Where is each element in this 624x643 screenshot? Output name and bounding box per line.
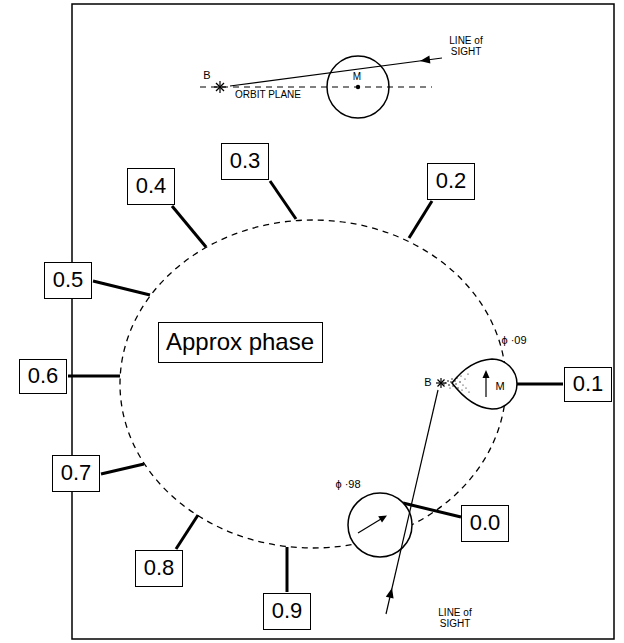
plane-label: ORBIT PLANE: [233, 89, 303, 101]
phase-box: 0.5: [44, 262, 92, 299]
phase-box: 0.2: [427, 163, 475, 200]
star-label: M: [495, 380, 504, 393]
phase-value: 0.9: [272, 599, 303, 623]
phase-box: 0.7: [52, 455, 100, 492]
phase-box: 0.0: [461, 505, 509, 542]
mass-stream: [443, 373, 469, 392]
motion-arrow: [485, 376, 486, 397]
phase-value: 0.2: [436, 169, 467, 193]
phase-label: ϕ ·09: [501, 334, 526, 347]
line-of-sight: [230, 58, 442, 86]
roche-lobe: [452, 359, 517, 409]
phase-box: 0.4: [127, 168, 175, 205]
star-m-center: [356, 85, 360, 89]
star-m-side: [327, 56, 389, 118]
orbit-ellipse: [120, 220, 506, 548]
motion-arrowhead: [483, 370, 490, 378]
phase-box: 0.8: [135, 550, 183, 587]
star-b-symbol: [214, 81, 226, 93]
motion-arrow: [358, 519, 381, 533]
star-m-eclipse: [348, 493, 412, 557]
phase-box: 0.6: [19, 359, 67, 394]
sight-arrowhead: [386, 588, 394, 599]
star-label: M: [353, 71, 361, 83]
phase-value: 0.1: [573, 372, 604, 396]
sight-arrowhead: [420, 56, 430, 64]
orbit-plane-line: [200, 86, 432, 87]
star-label: B: [424, 376, 431, 389]
phase-value: Approx phase: [166, 329, 314, 355]
phase-box: 0.9: [263, 593, 311, 630]
phase-label: ϕ ·98: [335, 478, 360, 491]
phase-value: 0.8: [144, 556, 175, 580]
phase-box: 0.1: [564, 367, 612, 402]
motion-arrowhead: [378, 516, 387, 523]
phase-value: 0.3: [230, 149, 261, 173]
heading-box: Approx phase: [158, 322, 323, 363]
star-label: B: [203, 69, 210, 82]
phase-value: 0.5: [53, 268, 84, 292]
phase-value: 0.4: [136, 174, 167, 198]
phase-value: 0.6: [28, 364, 59, 388]
phase-value: 0.7: [61, 461, 92, 485]
sight-label: LINE of SIGHT: [440, 35, 492, 58]
phase-box: 0.3: [221, 143, 269, 180]
frame: [72, 4, 614, 639]
leader-lines: [68, 181, 563, 592]
star-b-symbol: [436, 378, 446, 388]
line-of-sight: [386, 390, 438, 614]
sight-label: LINE of SIGHT: [429, 607, 481, 630]
phase-value: 0.0: [470, 511, 501, 535]
